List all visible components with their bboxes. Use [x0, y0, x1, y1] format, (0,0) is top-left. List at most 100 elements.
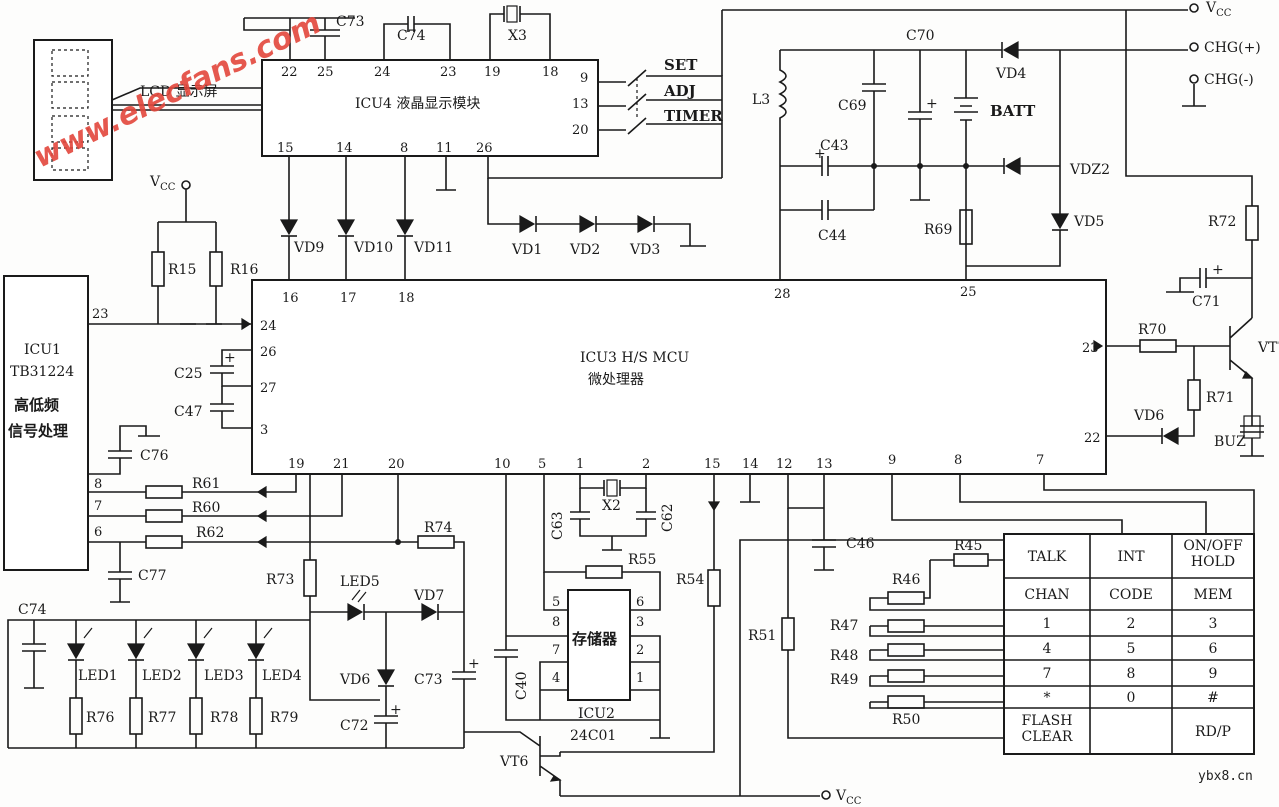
keypad-key: 0 [1127, 690, 1136, 706]
vcc-left-label: VCC [149, 174, 176, 193]
r51-label: R51 [748, 628, 776, 644]
icu3-pin: 5 [538, 457, 546, 472]
r48-label: R48 [830, 648, 858, 664]
icu4-pin: 14 [336, 141, 353, 156]
r46-label: R46 [892, 572, 920, 588]
icu3-pin: 25 [960, 285, 977, 300]
icu4-pin: 24 [374, 65, 391, 80]
keypad-key: 7 [1043, 666, 1052, 682]
vd11-label: VD11 [413, 240, 453, 256]
icu4-pin: 13 [572, 97, 589, 112]
c40-label: C40 [514, 671, 530, 700]
c72-plus: + [390, 702, 402, 718]
icu2-pin: 2 [636, 643, 644, 658]
r49-label: R49 [830, 672, 858, 688]
icu1-pin: 23 [92, 307, 109, 322]
r47-label: R47 [830, 618, 858, 634]
keypad-key: 8 [1127, 666, 1136, 682]
icu2-pin: 5 [552, 595, 560, 610]
icu3-pin: 10 [494, 457, 511, 472]
vd6-left-label: VD6 [339, 672, 370, 688]
icu3-pin: 15 [704, 457, 721, 472]
icu3-pin: 20 [388, 457, 405, 472]
icu4-top-wiring: C73 C74 X3 [243, 5, 551, 60]
icu3-pin: 7 [1036, 453, 1044, 468]
r77-label: R77 [148, 710, 176, 726]
icu1-label-1: ICU1 [24, 342, 61, 358]
icu3-pin: 14 [742, 457, 759, 472]
r71-label: R71 [1206, 390, 1234, 406]
led-array: C74 LED1 R76 LED2 R77 LED3 R78 LED4 R79 [7, 602, 464, 749]
c25-label: C25 [174, 366, 203, 382]
icu4-label: ICU4 液晶显示模块 [355, 96, 480, 112]
r50-label: R50 [892, 712, 920, 728]
led4-label: LED4 [262, 668, 302, 684]
icu3-pin: 28 [774, 287, 791, 302]
icu3-pin: 13 [816, 457, 833, 472]
vdz2-label: VDZ2 [1069, 162, 1110, 178]
vt7-label: VT7 [1257, 340, 1279, 356]
icu4-pin: 11 [436, 141, 453, 156]
c62-label: C62 [660, 503, 676, 532]
icu1-pin: 8 [94, 477, 102, 492]
icu3-pin: 17 [340, 291, 357, 306]
vd4-label: VD4 [995, 66, 1026, 82]
switch-timer-label: TIMER [664, 107, 723, 125]
r73-label: R73 [266, 572, 294, 588]
vd6-right-label: VD6 [1133, 408, 1164, 424]
icu3-pin: 2 [642, 457, 650, 472]
icu1-pin: 6 [94, 525, 102, 540]
x3-label: X3 [508, 28, 527, 44]
c73-top-label: C73 [336, 14, 365, 30]
c63-label: C63 [550, 511, 566, 540]
keypad-key: 5 [1127, 641, 1136, 657]
icu4-pin: 23 [440, 65, 457, 80]
keypad-key: 2 [1127, 616, 1136, 632]
icu3-pin: 24 [260, 319, 277, 334]
icu4-pin: 20 [572, 123, 589, 138]
icu4-pin: 25 [317, 65, 334, 80]
icu4-pin: 19 [484, 65, 501, 80]
vt6-label: VT6 [499, 754, 528, 770]
icu2-name: 存储器 [572, 630, 618, 648]
batt-label: BATT [990, 102, 1036, 120]
icu1-label-2: TB31224 [10, 364, 74, 380]
icu3-pin: 19 [288, 457, 305, 472]
c71-label: C71 [1192, 294, 1221, 310]
power-section: VCC CHG(+) VD4 C70 CHG(-) L3 C69 + BATT … [722, 0, 1279, 457]
icu2-part: 24C01 [570, 728, 616, 744]
keypad-key: MEM [1194, 587, 1233, 603]
c72-label: C72 [340, 718, 369, 734]
icu3-pin: 21 [333, 457, 350, 472]
keypad-key: CHAN [1024, 587, 1069, 603]
r60-label: R60 [192, 500, 220, 516]
icu2-pin: 1 [636, 671, 644, 686]
keypad-key: 9 [1209, 666, 1218, 682]
vd3-label: VD3 [629, 242, 660, 258]
icu1-icu3-link: VCC R15 R16 + C25 C47 [88, 174, 258, 429]
c70-plus: + [926, 96, 938, 112]
keypad-key: 4 [1043, 641, 1052, 657]
r45-label: R45 [954, 538, 982, 554]
r61-label: R61 [192, 476, 220, 492]
keypad-key: 6 [1209, 641, 1218, 657]
icu3-pin: 3 [260, 423, 268, 438]
icu4-bottom-wiring: VD9 VD10 VD11 VD1 VD2 VD3 [279, 156, 706, 290]
led2-label: LED2 [142, 668, 182, 684]
icu4-pin: 18 [542, 65, 559, 80]
r54-label: R54 [676, 572, 704, 588]
icu2-eeprom: 存储器 ICU2 24C01 5 8 7 4 6 3 2 1 R55 C40 X… [494, 474, 676, 744]
c74-bottom-label: C74 [18, 602, 47, 618]
icu4-pin: 26 [476, 141, 493, 156]
icu1-bottom-wiring: C76 R61 R60 R62 C77 R74 [88, 425, 465, 612]
icu4-pin: 22 [281, 65, 298, 80]
keypad-key: * [1044, 690, 1051, 706]
keypad-key: 3 [1209, 616, 1218, 632]
c46-label: C46 [846, 536, 875, 552]
vd1-label: VD1 [511, 242, 542, 258]
vd9-label: VD9 [293, 240, 324, 256]
icu3-pin: 27 [260, 381, 277, 396]
r15-label: R15 [168, 262, 196, 278]
